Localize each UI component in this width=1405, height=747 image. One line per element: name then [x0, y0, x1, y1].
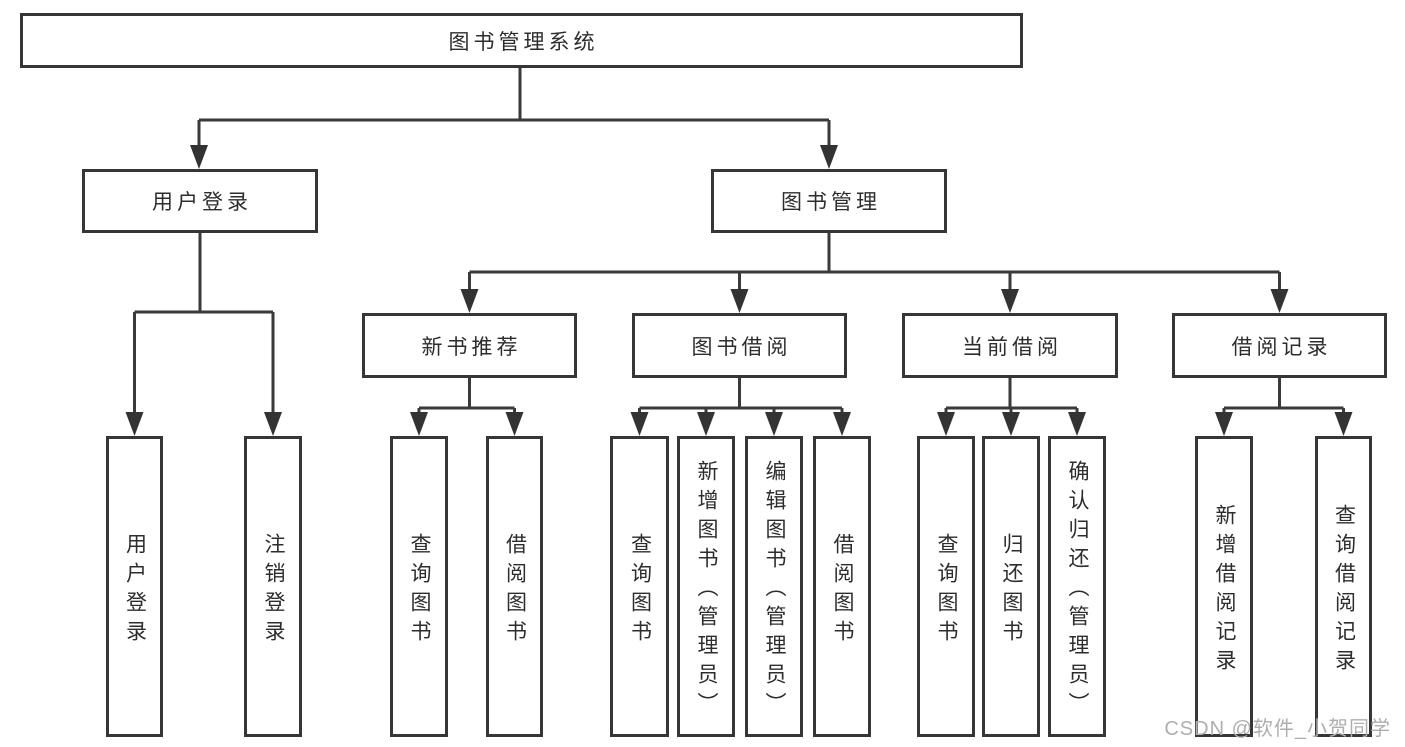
connector-new-book-rec	[417, 378, 516, 416]
node-new-book-rec: 新书推荐	[362, 313, 577, 378]
connector-user-login	[133, 233, 275, 416]
node-borrow-records: 借阅记录	[1172, 313, 1387, 378]
arrowheads	[125, 145, 1353, 436]
connector-borrow-records	[1222, 378, 1345, 416]
arrowhead	[833, 412, 851, 436]
node-br-add-record: 新增借阅记录	[1195, 436, 1253, 737]
node-cb-return-book: 归还图书	[982, 436, 1040, 737]
watermark: CSDN @软件_小贺同学	[1164, 718, 1391, 740]
arrowhead	[697, 412, 715, 436]
arrowhead	[190, 145, 208, 169]
node-bb-add-book: 新增图书（管理员）	[677, 436, 735, 737]
arrowhead	[730, 289, 749, 313]
arrowhead	[820, 145, 838, 169]
arrowhead	[1001, 289, 1019, 313]
arrowhead	[460, 289, 479, 313]
node-current-borrow: 当前借阅	[902, 313, 1118, 378]
node-br-query-record: 查询借阅记录	[1315, 436, 1372, 737]
arrowhead	[937, 412, 955, 436]
node-root: 图书管理系统	[20, 13, 1023, 68]
arrowhead	[1002, 412, 1020, 436]
connector-root	[197, 68, 831, 148]
arrowhead	[1270, 289, 1289, 313]
connector-book-mgmt	[468, 233, 1281, 292]
arrowhead	[264, 412, 282, 436]
connector-book-borrow	[638, 378, 844, 416]
node-bb-query-book: 查询图书	[610, 436, 669, 737]
arrowhead	[765, 412, 783, 436]
node-rec-query-book: 查询图书	[390, 436, 448, 737]
arrowhead	[505, 412, 524, 436]
arrowhead	[630, 412, 649, 436]
node-book-mgmt: 图书管理	[711, 169, 947, 233]
arrowhead	[1068, 412, 1086, 436]
node-bb-edit-book: 编辑图书（管理员）	[745, 436, 803, 737]
node-book-borrow: 图书借阅	[632, 313, 847, 378]
node-logout-leaf: 注销登录	[244, 436, 302, 737]
node-bb-borrow-book: 借阅图书	[813, 436, 871, 737]
connector-current-borrow	[944, 378, 1079, 416]
node-cb-confirm-return: 确认归还（管理员）	[1048, 436, 1106, 737]
arrowhead	[1334, 412, 1353, 436]
node-user-login: 用户登录	[82, 169, 318, 233]
arrowhead	[410, 412, 428, 436]
node-login-leaf: 用户登录	[106, 436, 163, 737]
node-rec-borrow-book: 借阅图书	[486, 436, 543, 737]
arrowhead	[125, 412, 144, 436]
arrowhead	[1215, 412, 1233, 436]
node-cb-query-book: 查询图书	[917, 436, 975, 737]
